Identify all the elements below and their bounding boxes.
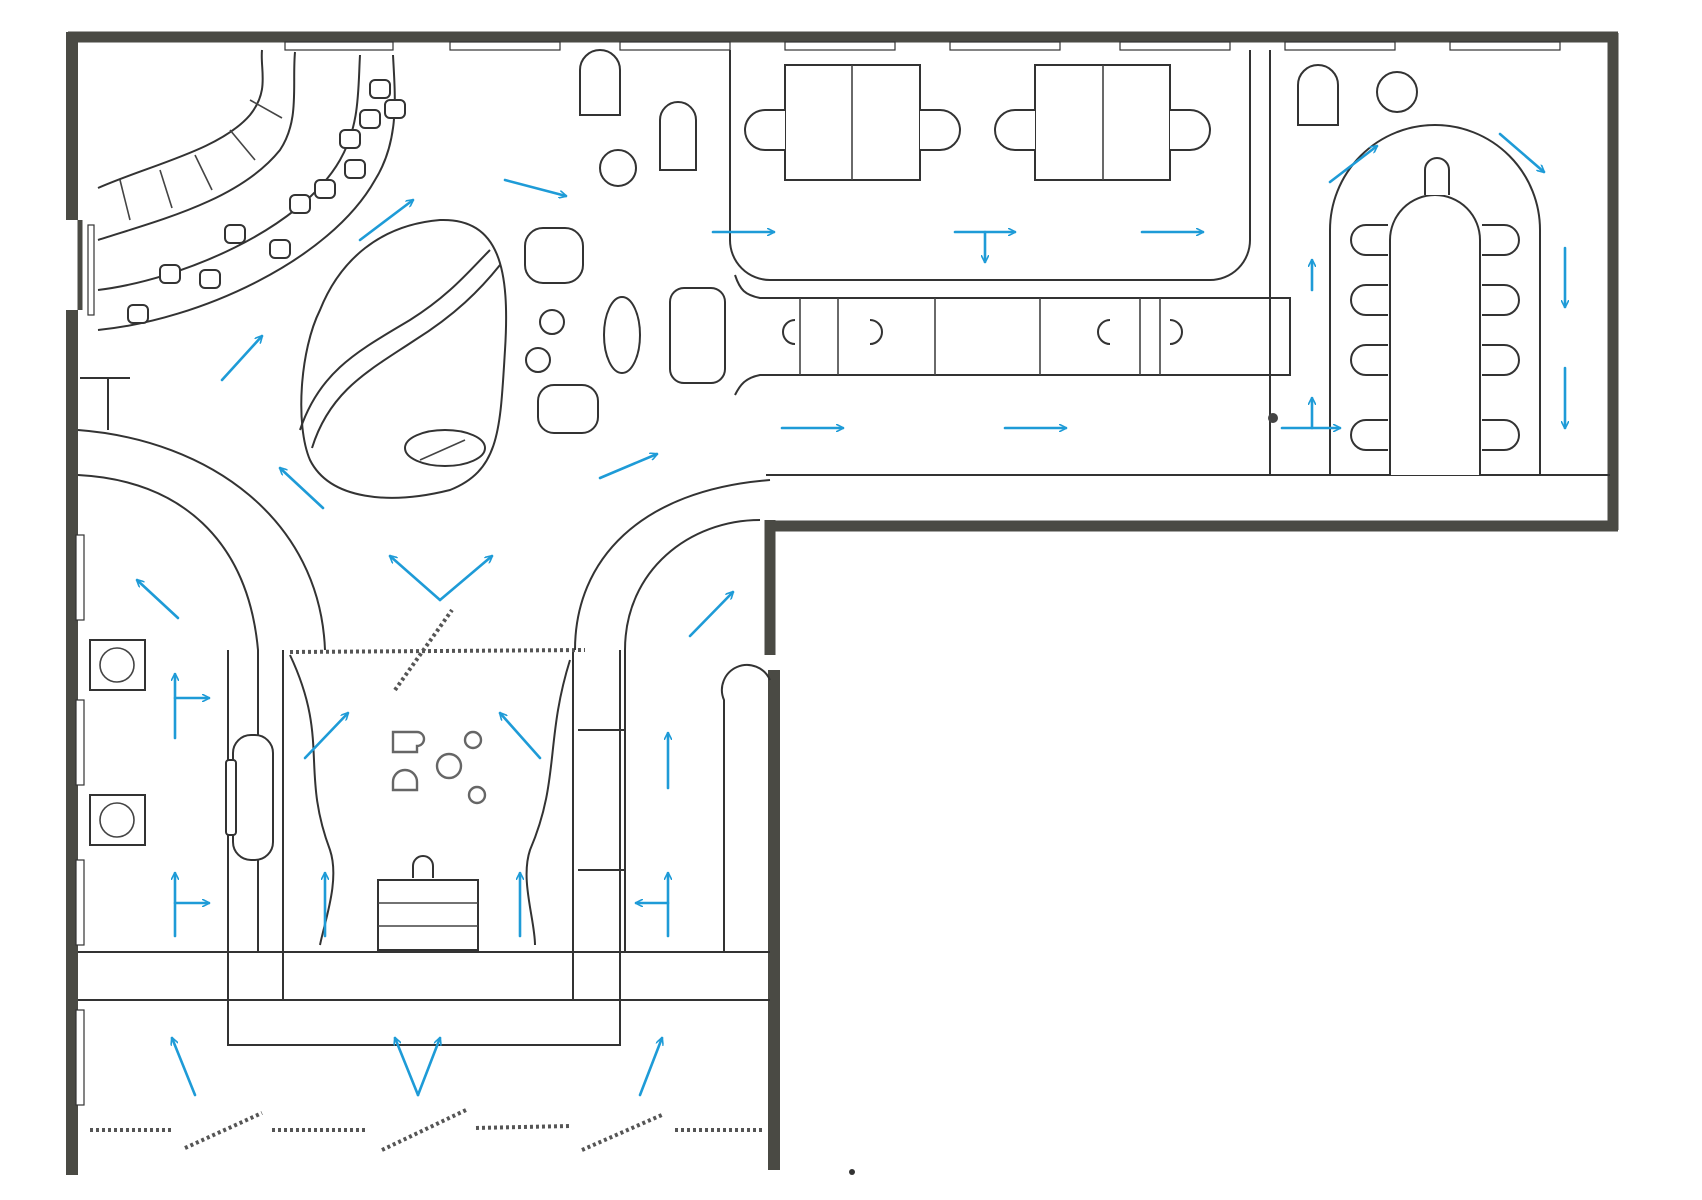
circulation-flow-arrows — [137, 132, 1565, 1097]
flow-arrow — [220, 336, 262, 382]
flow-arrow — [1498, 132, 1544, 172]
open-office — [729, 50, 1610, 476]
meeting-room — [1297, 64, 1541, 475]
flow-arrow — [137, 580, 180, 620]
flow-arrow — [395, 1038, 420, 1097]
flow-arrow — [358, 200, 413, 242]
flow-arrow — [598, 454, 657, 480]
exterior-walls — [66, 31, 1619, 1175]
flow-arrow — [416, 1038, 440, 1097]
workstation-row — [669, 274, 1291, 423]
reception-desk-area — [299, 218, 508, 499]
central-gallery — [289, 608, 586, 951]
left-corridor — [77, 377, 326, 952]
entrance-vestibule — [78, 650, 770, 1046]
left-windows — [75, 224, 95, 1106]
flow-arrow — [638, 1038, 662, 1097]
top-windows — [284, 41, 1561, 51]
flow-arrow — [438, 556, 492, 602]
flow-arrow — [280, 468, 325, 510]
flow-arrow — [500, 713, 542, 760]
flow-arrow — [688, 592, 733, 638]
flow-arrow — [172, 1038, 197, 1097]
entrance-glazing — [90, 1108, 762, 1152]
flow-arrow — [1328, 146, 1377, 184]
flow-arrow — [303, 713, 348, 760]
lounge-area — [97, 49, 697, 434]
flow-arrow — [390, 556, 442, 602]
right-corridor — [574, 479, 771, 952]
flow-arrow — [503, 178, 566, 196]
